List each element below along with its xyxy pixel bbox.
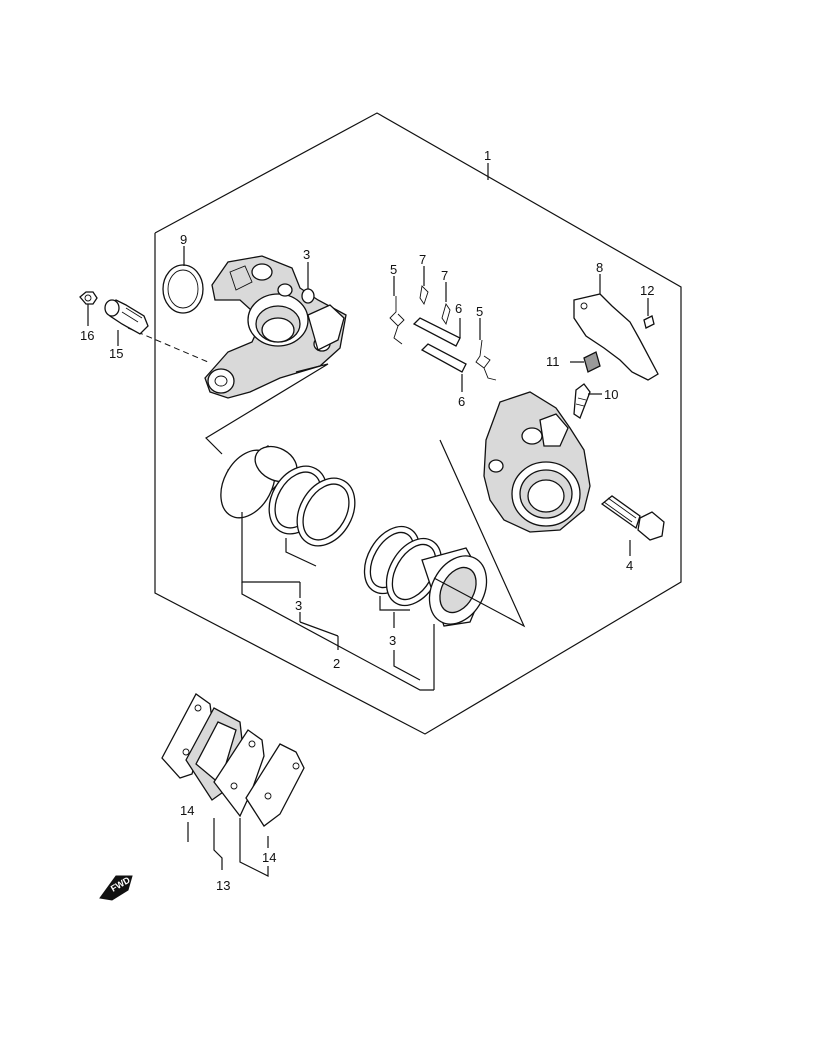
callout-14-right: 14 [262, 850, 276, 865]
callout-4: 4 [626, 558, 633, 573]
brake-pad-4 [245, 743, 305, 827]
part-6-pin-lower [420, 343, 467, 392]
callout-1: 1 [484, 148, 491, 163]
part-16-nut [79, 291, 98, 326]
part-11-cap [570, 351, 601, 373]
part-5-clip-right [475, 318, 497, 381]
callout-13: 13 [216, 878, 230, 893]
callout-7-right: 7 [441, 268, 448, 283]
callout-6-upper: 6 [455, 301, 462, 316]
callout-14-left: 14 [180, 803, 194, 818]
piston-left [220, 445, 298, 519]
part-6-pin-upper [412, 317, 461, 347]
part-5-clip-left [389, 276, 405, 345]
part-8-cover [573, 274, 659, 381]
fwd-arrow-icon: FWD [99, 875, 133, 901]
part-4-bolt [600, 495, 665, 556]
callout-7-left: 7 [419, 252, 426, 267]
callout-8: 8 [596, 260, 603, 275]
callout-2: 2 [333, 656, 340, 671]
callout-3-left: 3 [295, 598, 302, 613]
part-15-bolt [104, 299, 149, 346]
part-7-pin-right [441, 282, 451, 326]
seal-left-2 [296, 477, 356, 547]
brake-pad-3 [213, 729, 265, 818]
part-10-bleeder [573, 383, 602, 419]
assembly-outline [154, 112, 682, 735]
part-12-screw [643, 298, 655, 329]
callout-3-upper: 3 [303, 247, 310, 262]
callout-6-lower: 6 [458, 394, 465, 409]
part-3-small-seal [301, 288, 315, 304]
callout-12: 12 [640, 283, 654, 298]
part-7-pin-left [419, 266, 429, 306]
callout-9: 9 [180, 232, 187, 247]
callout-16: 16 [80, 328, 94, 343]
callout-10: 10 [604, 387, 618, 402]
part-9-o-ring [162, 264, 204, 314]
callout-11: 11 [546, 354, 560, 369]
caliper-bracket [204, 255, 347, 399]
callout-5-right: 5 [476, 304, 483, 319]
callout-15: 15 [109, 346, 123, 361]
caliper-body [483, 391, 591, 533]
callout-3-right: 3 [389, 633, 396, 648]
callout-5-left: 5 [390, 262, 397, 277]
piston-right [421, 547, 488, 627]
